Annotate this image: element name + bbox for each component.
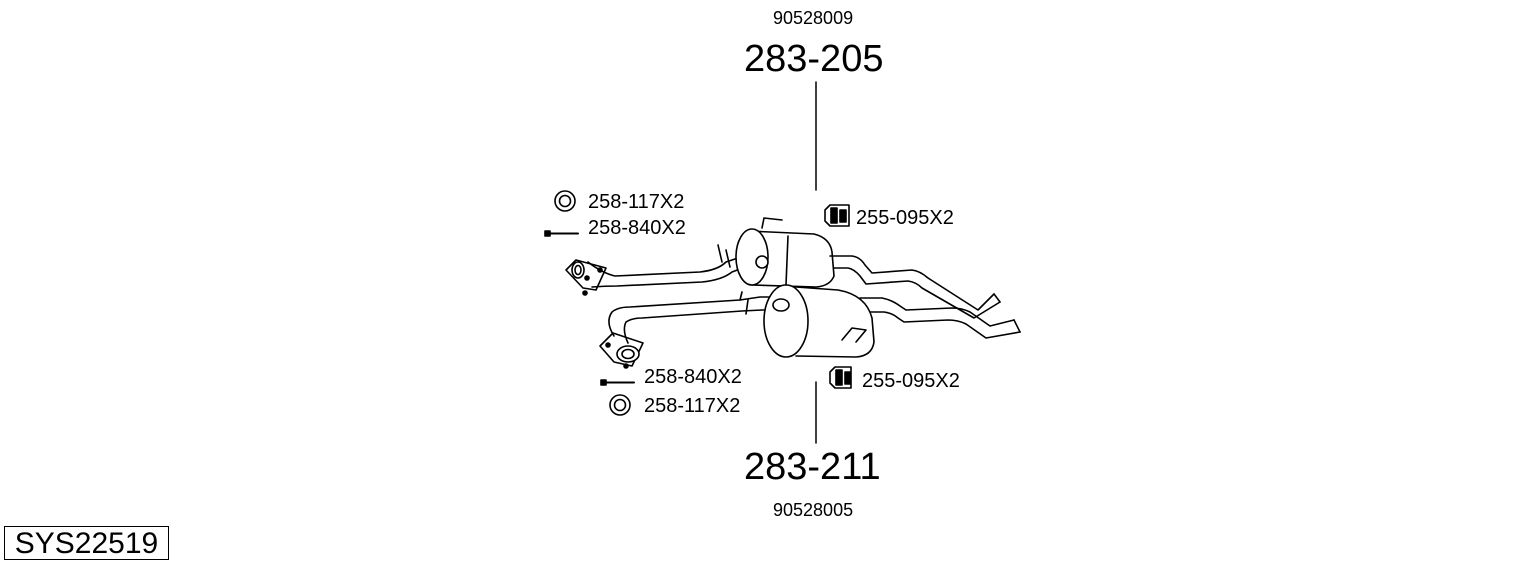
hanger-lower-label: 255-095X2 <box>862 370 960 392</box>
upper-exhaust-assembly <box>565 217 1001 319</box>
top-part-number: 283-205 <box>744 38 884 80</box>
top-oem-number: 90528009 <box>773 8 854 28</box>
bolt-lower-icon <box>600 379 635 386</box>
hanger-upper-icon <box>824 204 850 227</box>
bolt-upper-icon <box>544 230 579 237</box>
hanger-upper-label: 255-095X2 <box>856 207 954 229</box>
ring-upper-label: 258-117X2 <box>588 191 685 213</box>
bottom-part-number: 283-211 <box>744 446 881 488</box>
bolt-lower-label: 258-840X2 <box>644 366 742 388</box>
bolt-upper-label: 258-840X2 <box>588 217 686 239</box>
ring-upper-icon <box>554 190 576 212</box>
hanger-lower-icon <box>829 366 852 389</box>
lower-exhaust-assembly <box>599 284 1021 369</box>
ring-lower-icon <box>609 394 631 416</box>
ring-lower-label: 258-117X2 <box>644 395 741 417</box>
system-code-box: SYS22519 <box>4 526 169 560</box>
bottom-oem-number: 90528005 <box>773 500 854 520</box>
